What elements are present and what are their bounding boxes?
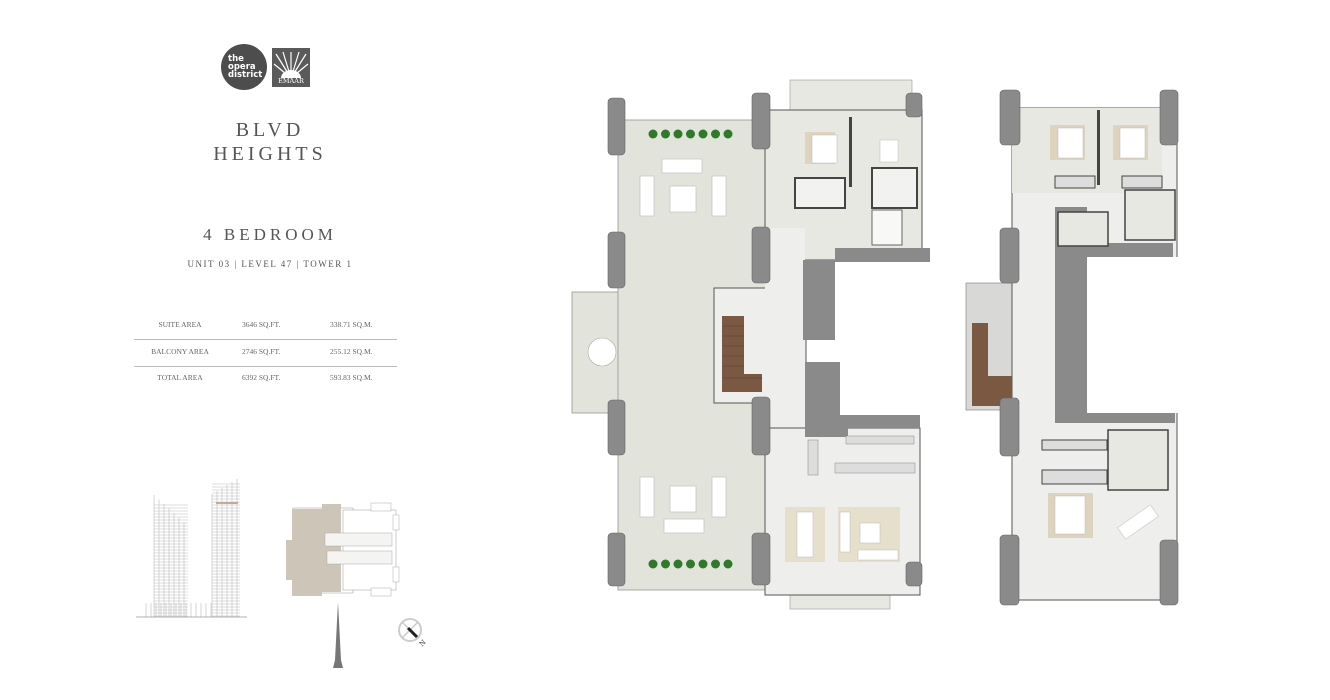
highlighted-unit [286, 504, 341, 596]
area-sqft: 3646 SQ.FT. [242, 320, 281, 329]
area-row-balcony: BALCONY AREA 2746 SQ.FT. 255.12 SQ.M. [134, 339, 397, 365]
planter [673, 559, 683, 569]
planter [711, 559, 720, 569]
emaar-logo: EMAAR [272, 48, 310, 87]
dining-table [796, 511, 814, 558]
bed [1119, 127, 1146, 159]
column [607, 532, 626, 587]
logo-text: opera [228, 62, 256, 72]
compass-icon [398, 618, 422, 642]
core-wall [805, 362, 920, 437]
core-wall [803, 248, 930, 340]
column [751, 396, 771, 456]
planter [661, 129, 670, 139]
unit-type: 4 BEDROOM [203, 225, 337, 244]
column [751, 226, 771, 284]
area-label: TOTAL AREA [157, 373, 203, 382]
planter [648, 559, 658, 569]
column [999, 227, 1020, 284]
area-label: BALCONY AREA [151, 347, 209, 356]
column [607, 399, 626, 456]
area-label: SUITE AREA [158, 320, 202, 329]
staircase [722, 316, 762, 392]
column [1159, 89, 1179, 146]
core-wall [1055, 207, 1175, 423]
project-name-line1: BLVD [235, 119, 305, 141]
column [999, 534, 1020, 606]
logo-text: district [228, 70, 263, 80]
terrace-furniture [639, 158, 727, 534]
top-balcony [789, 79, 913, 111]
sunburst-icon [273, 51, 309, 79]
planter [648, 129, 658, 139]
area-sqm: 338.71 SQ.M. [330, 320, 373, 329]
logo-text: the [228, 54, 244, 64]
column [607, 97, 626, 156]
project-name-line2: HEIGHTS [213, 143, 327, 165]
cutout [1087, 257, 1179, 413]
area-sqft: 2746 SQ.FT. [242, 347, 281, 356]
table-divider [134, 366, 397, 367]
compass-north-label: N [418, 638, 428, 648]
unit-details: UNIT 03 | LEVEL 47 | TOWER 1 [187, 259, 353, 269]
column [905, 561, 923, 587]
planter [673, 129, 683, 139]
desk [1117, 504, 1159, 540]
column [905, 92, 923, 118]
table-divider [134, 339, 397, 340]
planter [711, 129, 720, 139]
planter [686, 559, 695, 569]
kitchen-island [834, 462, 916, 474]
planter [698, 129, 708, 139]
bed [1057, 127, 1084, 159]
column [751, 92, 771, 150]
column [999, 397, 1020, 457]
area-row-suite: SUITE AREA 3646 SQ.FT. 338.71 SQ.M. [134, 312, 397, 338]
burj-khalifa-icon [333, 602, 343, 668]
floor-plan-upper [965, 89, 1179, 606]
planter [723, 559, 733, 569]
planter [723, 129, 733, 139]
umbrella [587, 337, 617, 367]
planter [661, 559, 670, 569]
staircase [972, 323, 1012, 406]
area-sqm: 255.12 SQ.M. [330, 347, 373, 356]
bed [1054, 495, 1086, 535]
area-sqft: 6392 SQ.FT. [242, 373, 281, 382]
emaar-logo-text: EMAAR [278, 77, 304, 85]
column [1159, 539, 1179, 606]
floor-plan-lower [571, 79, 930, 610]
tower-elevation [145, 479, 240, 617]
key-plan [286, 502, 400, 597]
columns [607, 92, 923, 587]
column [999, 89, 1021, 146]
planter [686, 129, 695, 139]
planters [648, 129, 733, 569]
columns [999, 89, 1179, 606]
planter [698, 559, 708, 569]
bed [811, 134, 838, 164]
kitchen-counter [845, 435, 915, 445]
column [751, 532, 771, 586]
area-row-total: TOTAL AREA 6392 SQ.FT. 593.83 SQ.M. [134, 365, 397, 391]
opera-district-logo: the opera district [221, 44, 267, 90]
area-sqm: 593.83 SQ.M. [330, 373, 373, 382]
corridor [765, 228, 805, 428]
column [607, 231, 626, 289]
